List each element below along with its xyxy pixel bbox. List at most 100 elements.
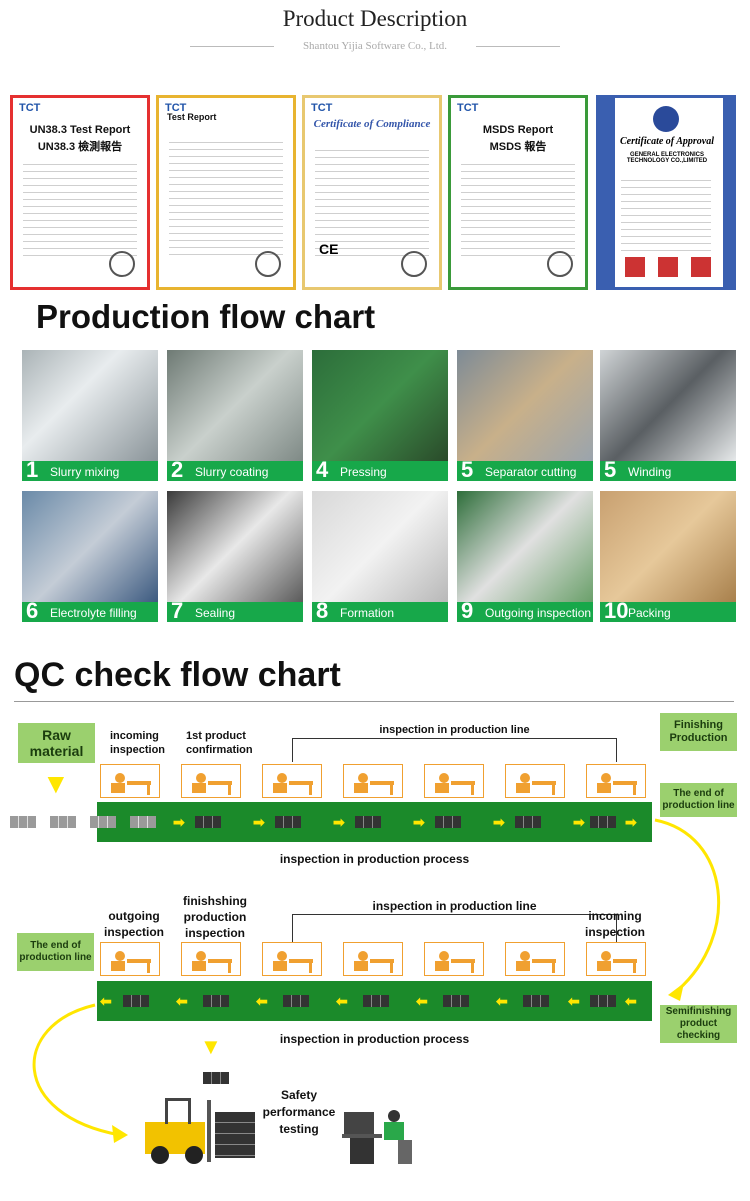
certificate-text-lines — [169, 136, 283, 257]
certificate-test-report: TCT Test Report — [156, 95, 296, 290]
battery-pack-icon — [435, 816, 461, 828]
divider — [476, 46, 560, 47]
inspection-line-label: inspection in production line — [372, 899, 537, 913]
end-of-line-box: The end of production line — [660, 783, 737, 817]
raw-cell-icon — [50, 816, 76, 828]
bracket — [292, 914, 617, 942]
arrow-left-icon: ⬅ — [100, 993, 112, 1009]
certificate-text-lines — [315, 144, 429, 257]
step-number: 8 — [316, 598, 329, 623]
incoming-inspection-label: incoming inspection — [584, 909, 645, 939]
step-caption: Formation — [340, 606, 395, 620]
curved-arrow-icon — [654, 818, 720, 1001]
production-step-photo: 9 Outgoing inspection — [457, 491, 593, 622]
production-step-photo: 4 Pressing — [312, 350, 448, 481]
arrow-left-icon: ⬅ — [625, 993, 637, 1009]
step-image — [312, 491, 448, 602]
inspection-station-icon — [424, 764, 484, 798]
battery-pack-icon — [283, 995, 309, 1007]
raw-cell-icon — [130, 816, 156, 828]
certificate-heading: MSDS Report — [482, 124, 554, 136]
arrow-right-icon: ➡ — [173, 814, 185, 830]
forklift-icon — [145, 1098, 257, 1166]
step-label-bar: 4 Pressing — [312, 457, 448, 482]
step-number: 5 — [461, 457, 474, 482]
certificate-text-lines — [461, 158, 575, 257]
step-image — [312, 350, 448, 461]
bracket — [292, 738, 617, 762]
tct-logo: TCT — [19, 102, 41, 114]
first-product-label: 1st product confirmation — [186, 730, 253, 756]
seal-icon — [109, 251, 135, 277]
seal-icon — [401, 251, 427, 277]
inspection-station-icon — [586, 942, 646, 976]
arrow-left-icon: ⬅ — [336, 993, 348, 1009]
step-number: 2 — [171, 457, 184, 482]
step-number: 7 — [171, 598, 184, 623]
production-step-photo: 2 Slurry coating — [167, 350, 303, 481]
step-label-bar: 5 Separator cutting — [457, 457, 593, 482]
step-caption: Outgoing inspection — [485, 606, 592, 620]
incoming-inspection-label: incoming inspection — [110, 730, 166, 756]
certificate-heading: Certificate of Approval — [619, 136, 715, 147]
battery-pack-icon — [203, 1072, 229, 1084]
step-image — [22, 491, 158, 602]
process-label: inspection in production process — [279, 1032, 470, 1046]
inspection-line-label: inspection in production line — [379, 724, 530, 736]
battery-pack-icon — [123, 995, 149, 1007]
raw-material-box: Raw material — [18, 723, 95, 763]
step-caption: Packing — [628, 606, 671, 620]
inspection-station-icon — [424, 942, 484, 976]
finishing-production-box: Finishing Production — [660, 713, 737, 751]
step-image — [22, 350, 158, 461]
certificate-text-lines — [23, 158, 137, 257]
step-label-bar: 2 Slurry coating — [167, 457, 303, 482]
step-number: 6 — [26, 598, 39, 623]
inspection-station-icon — [181, 942, 241, 976]
inspection-station-icon — [181, 764, 241, 798]
step-caption: Slurry mixing — [50, 465, 120, 479]
step-number: 4 — [316, 457, 329, 482]
step-caption: Pressing — [340, 465, 387, 479]
step-image — [457, 350, 593, 461]
tct-logo: TCT — [165, 102, 187, 114]
inspection-station-icon — [100, 942, 160, 976]
certificate-heading-cn: MSDS 報告 — [489, 141, 547, 153]
certificate-un383: TCT UN38.3 Test Report UN38.3 檢測報告 — [10, 95, 150, 290]
inspection-station-icon — [100, 764, 160, 798]
seal-icon — [547, 251, 573, 277]
step-caption: Slurry coating — [195, 465, 269, 479]
inspection-station-icon — [262, 942, 322, 976]
certificate-heading: Certificate of Compliance — [313, 118, 431, 130]
step-label-bar: 8 Formation — [312, 598, 448, 623]
certificate-heading: Test Report — [167, 112, 217, 122]
accreditation-logos — [625, 257, 711, 277]
step-caption: Separator cutting — [485, 465, 577, 479]
arrow-down-icon: ▼ — [42, 768, 70, 799]
inspection-station-icon — [505, 942, 565, 976]
ce-mark-icon: CE — [319, 241, 339, 257]
arrow-right-icon: ➡ — [493, 814, 505, 830]
certificate-iso9001: Certificate of Approval GENERAL ELECTRON… — [596, 95, 736, 290]
inspection-station-icon — [586, 764, 646, 798]
raw-cell-icon — [10, 816, 36, 828]
certificate-heading-cn: UN38.3 檢測報告 — [37, 141, 123, 153]
company-subtitle: Shantou Yijia Software Co., Ltd. — [302, 40, 448, 52]
seal-icon — [255, 251, 281, 277]
battery-pack-icon — [523, 995, 549, 1007]
arrow-right-icon: ➡ — [573, 814, 585, 830]
safety-testing-label: Safety performance testing — [262, 1088, 336, 1136]
inspection-station-icon — [343, 764, 403, 798]
arrow-right-icon: ➡ — [253, 814, 265, 830]
step-number: 9 — [461, 598, 474, 623]
step-image — [600, 491, 736, 602]
